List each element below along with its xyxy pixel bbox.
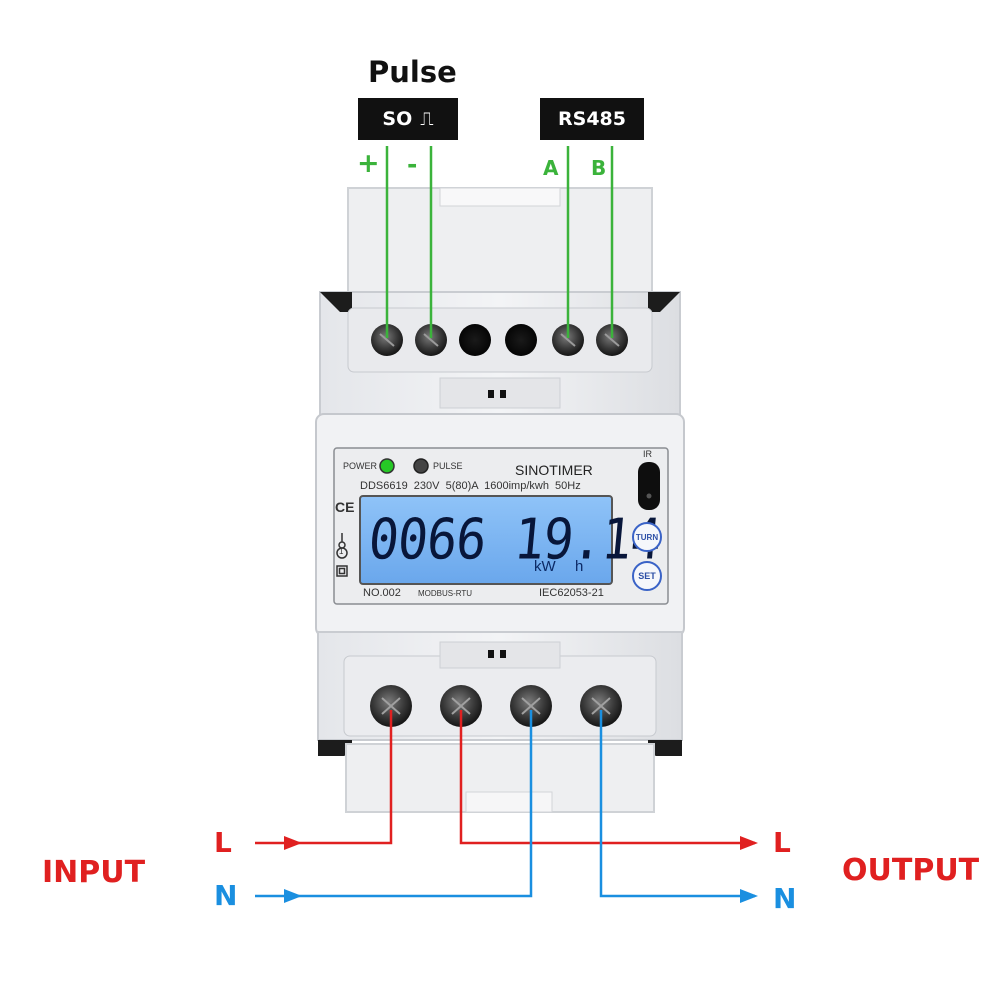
unit-h: h: [575, 558, 584, 575]
power-label: POWER: [343, 461, 378, 471]
unit-kw: kW: [534, 558, 556, 575]
rs485-a-label: A: [543, 156, 559, 180]
pulse-led-icon: [413, 458, 429, 474]
bottom-terminal-row: [370, 685, 622, 727]
wire-n-out: [599, 710, 755, 898]
top-terminal-row: [371, 324, 628, 356]
certification-marks: [336, 533, 348, 577]
pulse-rs485-wires: [385, 146, 614, 338]
brand-name: SINOTIMER: [515, 462, 593, 478]
so-minus-label: -: [407, 150, 418, 179]
ir-window-icon: [638, 462, 660, 510]
line-in-label: L: [214, 826, 232, 859]
pulse-title: Pulse: [368, 55, 457, 89]
power-led-icon: [379, 458, 395, 474]
arrow-l-in-icon: [284, 836, 302, 850]
lcd-screen: [359, 495, 613, 585]
thermometer-icon: [338, 533, 346, 549]
ir-label: IR: [643, 449, 652, 459]
energy-reading: 0066 19.14: [365, 507, 664, 572]
class-mark: 1: [339, 547, 344, 556]
arrow-l-out-icon: [740, 836, 758, 850]
turn-button[interactable]: TURN: [632, 522, 662, 552]
wire-n-in: [255, 710, 533, 898]
so-plus-label: +: [357, 148, 380, 179]
terminal-empty-1: [459, 324, 491, 356]
input-label: INPUT: [42, 855, 146, 890]
wire-arrows: [284, 836, 758, 903]
double-insulation-icon: [336, 565, 348, 577]
ce-mark: CE: [335, 499, 355, 515]
protocol-label: MODBUS-RTU: [418, 589, 473, 598]
wire-l-out: [459, 710, 755, 845]
pulse-square-wave-icon: ⎍: [420, 108, 434, 130]
arrow-n-in-icon: [284, 889, 302, 903]
output-label: OUTPUT: [842, 853, 980, 888]
pulse-led-label: PULSE: [433, 461, 463, 471]
set-button[interactable]: SET: [632, 561, 662, 591]
spec-line: DDS6619 230V 5(80)A 1600imp/kwh 50Hz: [360, 480, 581, 492]
so-pulse-box: SO ⎍: [358, 98, 458, 140]
rs485-box: RS485: [540, 98, 644, 140]
rs485-label: RS485: [558, 108, 626, 130]
line-out-label: L: [773, 826, 791, 859]
neutral-out-label: N: [773, 882, 797, 915]
bottom-terminal-cover: [345, 743, 655, 813]
arrow-n-out-icon: [740, 889, 758, 903]
neutral-in-label: N: [214, 879, 238, 912]
standard-label: IEC62053-21: [539, 587, 604, 599]
energy-meter: [315, 187, 685, 813]
class-mark-icon: [336, 547, 348, 559]
so-label: SO: [382, 108, 413, 130]
terminal-empty-2: [505, 324, 537, 356]
meter-number: NO.002: [363, 587, 401, 599]
rs485-b-label: B: [591, 156, 607, 180]
